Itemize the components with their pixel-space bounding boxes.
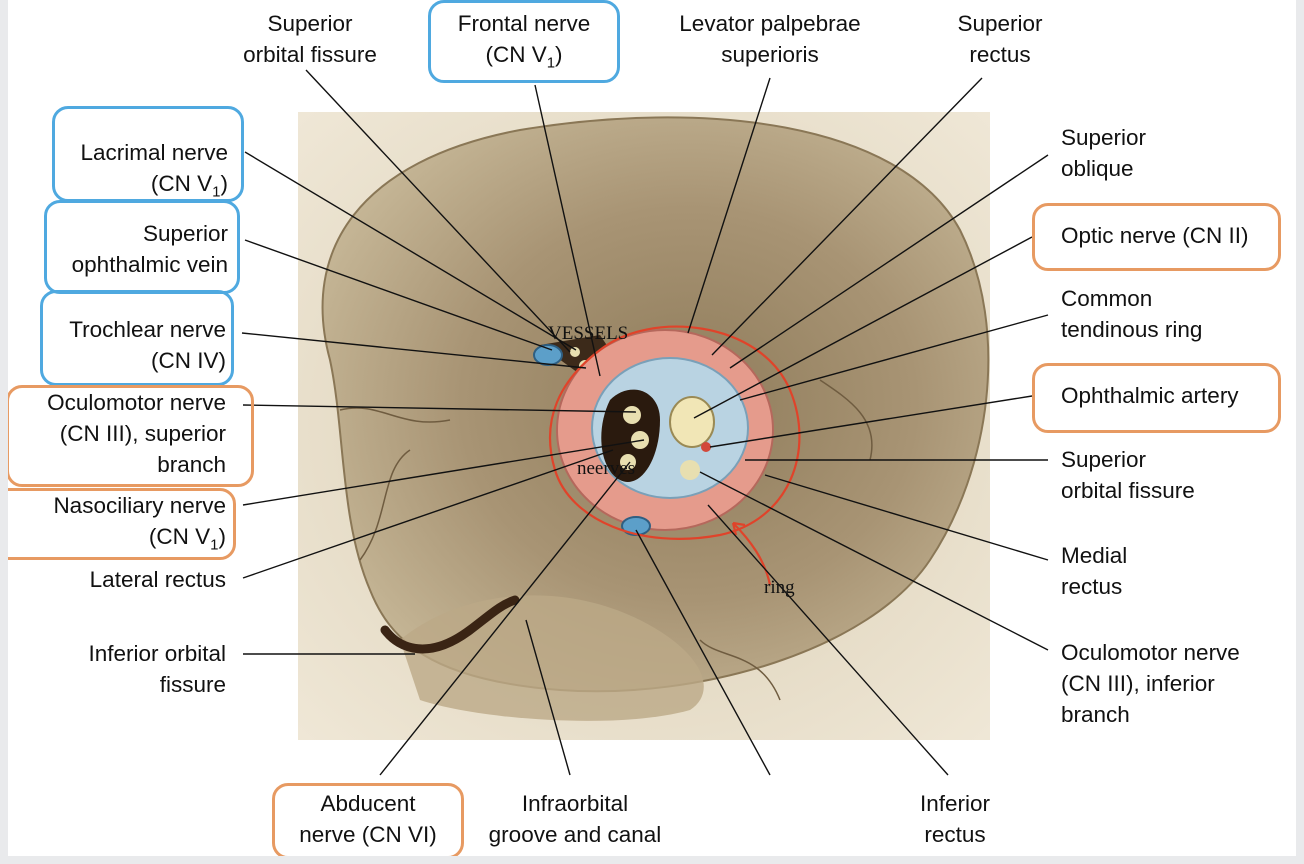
label-superior-orbital-fissure-right: Superior orbital fissure (1061, 447, 1195, 503)
trochlear-nerve-box (40, 290, 234, 386)
frontal-nerve-box (428, 0, 620, 83)
label-frontal-nerve: Frontal nerve (CN V1) (457, 11, 591, 72)
annotation-vessels: VESSELS (548, 323, 629, 344)
annotation-ring: ring (764, 577, 795, 598)
annotation-nerves: neerves (577, 458, 636, 479)
nasociliary-nerve-shape (623, 406, 641, 424)
optic-nerve-shape (669, 396, 715, 448)
lacrimal-nerve-shape (570, 347, 580, 357)
ring-annotation-arrow (731, 521, 772, 586)
ring-annotation-circle (548, 325, 801, 540)
nerve-canal (601, 389, 660, 482)
label-trochlear-nerve: Trochlear nerve (CN IV) (69, 317, 226, 373)
label-lateral-rectus: Lateral rectus (89, 567, 226, 592)
frame-right-edge (1296, 0, 1304, 864)
nasociliary-nerve-box (0, 488, 236, 560)
label-inferior-rectus: Inferior rectus (919, 791, 991, 847)
label-ophthalmic-artery: Ophthalmic artery (1061, 383, 1239, 408)
label-levator-palpebrae: Levator palpebrae superioris (679, 11, 861, 67)
label-superior-orbital-fissure-top: Superior orbital fissure (243, 11, 377, 67)
frame-left-edge (0, 0, 8, 864)
label-superior-oblique: Superior oblique (1061, 125, 1147, 181)
ophthalmic-artery-box (1032, 363, 1281, 433)
abducent-shape (620, 454, 636, 470)
label-common-tendinous-ring: Common tendinous ring (1061, 286, 1203, 342)
label-lacrimal-nerve: Lacrimal nerve (CN V1) (80, 140, 228, 201)
label-optic-nerve: Optic nerve (CN II) (1061, 223, 1249, 248)
ophthalmic-artery-shape (701, 442, 711, 452)
frame-bottom-edge (0, 856, 1304, 864)
label-inferior-orbital-fissure: Inferior orbital fissure (88, 641, 226, 697)
label-nasociliary-nerve: Nasociliary nerve (CN V1) (53, 493, 226, 554)
optic-nerve-box (1032, 203, 1281, 271)
label-infraorbital-groove: Infraorbital groove and canal (488, 791, 662, 847)
superior-ophthalmic-vein-shape (533, 344, 563, 366)
label-medial-rectus: Medial rectus (1061, 543, 1128, 599)
leader-lines (241, 69, 1049, 776)
oculomotor-inf-shape (680, 460, 700, 480)
label-superior-rectus: Superior rectus (957, 11, 1043, 67)
label-oculomotor-inferior: Oculomotor nerve (CN III), inferior bran… (1061, 640, 1240, 727)
label-abducent-nerve: Abducent nerve (CN VI) (299, 791, 437, 847)
label-oculomotor-superior: Oculomotor nerve (CN III), superior bran… (47, 390, 226, 477)
inferior-orbital-fissure-shape (380, 595, 520, 654)
label-superior-ophthalmic-vein: Superior ophthalmic vein (71, 221, 228, 277)
bone-crack (339, 379, 873, 701)
